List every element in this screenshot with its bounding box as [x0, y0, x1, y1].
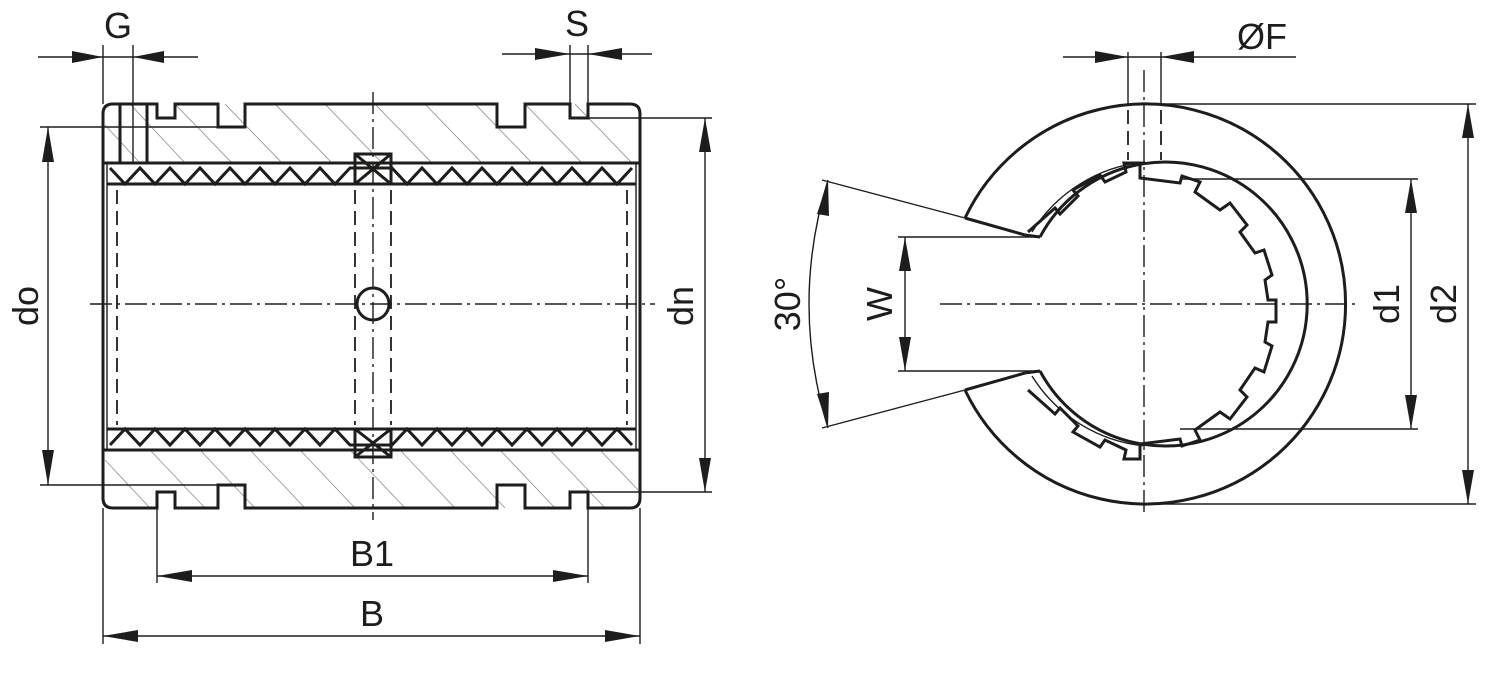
dimension-label-do: do: [5, 286, 46, 326]
dimension-label-b1: B1: [350, 533, 394, 574]
side-section-view: G S do dn B1 B: [5, 3, 712, 644]
dimension-label-w: W: [859, 287, 900, 321]
dimension-label-f: ØF: [1237, 16, 1287, 57]
dimension-label-angle: 30°: [767, 277, 808, 331]
dimension-label-g: G: [104, 5, 132, 46]
dimension-label-dn: dn: [660, 286, 701, 326]
dimension-label-d2: d2: [1423, 284, 1464, 324]
dimension-label-d1: d1: [1366, 284, 1407, 324]
housing-hatching: [104, 104, 633, 163]
housing-outline: [101, 102, 642, 510]
liner-teeth: [1027, 161, 1278, 461]
dimension-label-s: S: [565, 3, 589, 44]
end-view: ØF d2 d1 W 30°: [767, 16, 1476, 516]
dimension-label-b: B: [360, 593, 384, 634]
